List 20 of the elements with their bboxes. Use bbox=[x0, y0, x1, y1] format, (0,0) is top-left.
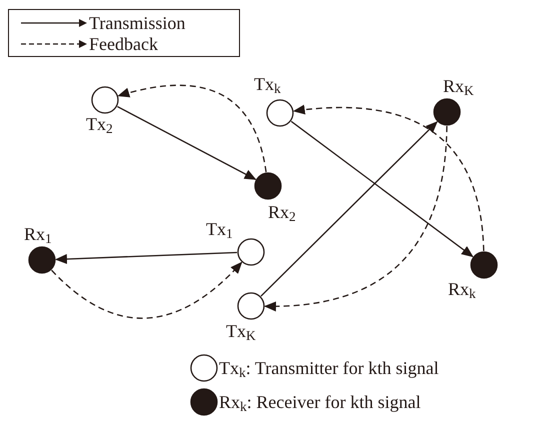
transmission-arrow bbox=[55, 252, 238, 264]
node-label: Tx$_{k}$ bbox=[254, 73, 281, 95]
transmission-arrow bbox=[260, 121, 438, 297]
transmission-arrow bbox=[290, 120, 474, 258]
feedback-arrow bbox=[51, 262, 242, 319]
node-label: Rx$_{k}$ bbox=[448, 278, 476, 300]
transmission-arrow bbox=[117, 106, 256, 180]
legend-text: Rx$_{k}$: Receiver for kth signal bbox=[219, 392, 421, 412]
node-label: Rx$_{K}$ bbox=[443, 75, 474, 97]
node-label: Rx$_{2}$ bbox=[268, 201, 296, 223]
feedback-arrow bbox=[292, 104, 484, 252]
node-label: Tx$_{1}$ bbox=[206, 218, 233, 240]
legend-text: Tx$_{k}$: Transmitter for kth signal bbox=[219, 358, 439, 378]
node-label: Tx$_{2}$ bbox=[86, 113, 113, 135]
node-label: Rx$_{1}$ bbox=[24, 223, 52, 245]
legend-text: Transmission bbox=[89, 12, 186, 32]
legend-text: Feedback bbox=[89, 34, 158, 54]
feedback-arrow bbox=[117, 84, 267, 172]
feedback-arrow bbox=[264, 126, 448, 312]
node-label: Tx$_{K}$ bbox=[226, 320, 256, 342]
